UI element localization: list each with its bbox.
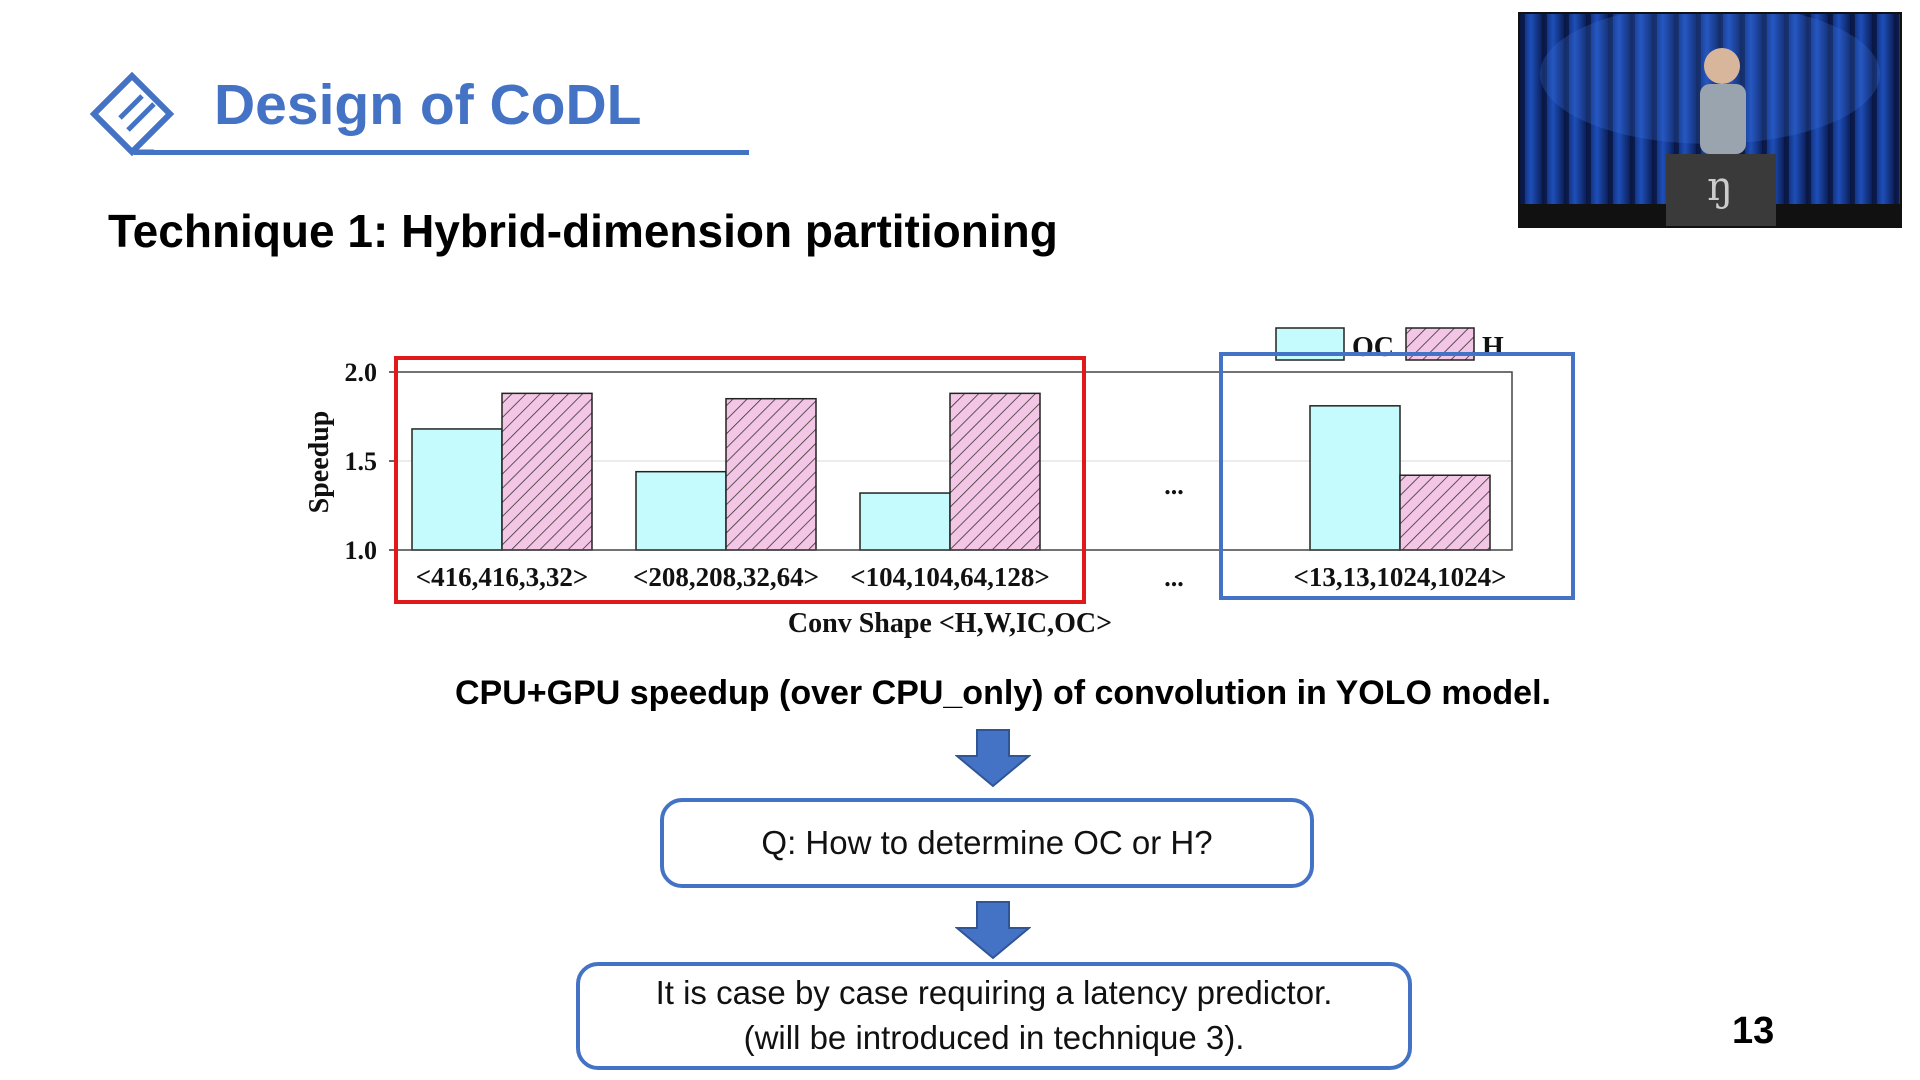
x-tick-label: <104,104,64,128> <box>850 562 1050 592</box>
bar-oc <box>1309 405 1401 551</box>
bar-h <box>501 392 593 551</box>
title-underline <box>134 150 749 155</box>
x-tick-label: <416,416,3,32> <box>416 562 589 592</box>
svg-text:ŋ: ŋ <box>1707 164 1733 210</box>
question-box: Q: How to determine OC or H? <box>660 798 1314 888</box>
answer-line-2: (will be introduced in technique 3). <box>743 1019 1245 1056</box>
red-highlight-box <box>394 356 1086 604</box>
bar-oc <box>859 492 951 551</box>
speaker-video-frame: ŋ <box>1520 14 1900 226</box>
question-text: Q: How to determine OC or H? <box>761 823 1213 861</box>
legend-label-h: H <box>1482 332 1504 363</box>
ellipsis: ... <box>1164 563 1184 592</box>
ellipsis: ... <box>1164 471 1184 500</box>
page-number: 13 <box>1732 1010 1775 1052</box>
down-arrow-icon <box>955 729 1031 788</box>
slide-subtitle: Technique 1: Hybrid-dimension partitioni… <box>108 205 1058 257</box>
x-tick-label: <13,13,1024,1024> <box>1293 562 1506 592</box>
speaker-video: ŋ <box>1518 12 1902 228</box>
answer-line-1: It is case by case requiring a latency p… <box>655 974 1333 1012</box>
y-tick-label: 1.5 <box>345 447 378 476</box>
chart-caption-text: CPU+GPU speedup (over CPU_only) of convo… <box>455 674 1551 712</box>
slide-title: Design of CoDL <box>214 73 642 137</box>
y-tick-label: 2.0 <box>345 358 378 387</box>
x-axis-label: Conv Shape <H,W,IC,OC> <box>788 608 1112 639</box>
x-tick-label: <208,208,32,64> <box>633 562 819 592</box>
bar-oc <box>635 470 727 551</box>
y-axis-label: Speedup <box>304 411 335 514</box>
chart-caption: CPU+GPU speedup (over CPU_only) of convo… <box>0 674 1920 713</box>
legend-label-oc: OC <box>1352 332 1394 363</box>
down-arrow-icon <box>955 901 1031 960</box>
y-tick-label: 1.0 <box>345 536 378 565</box>
bar-h <box>949 392 1041 551</box>
bar-h <box>1399 474 1491 551</box>
bar-oc <box>411 428 503 551</box>
answer-box: It is case by case requiring a latency p… <box>576 962 1412 1070</box>
bar-h <box>725 397 817 551</box>
blue-highlight-box <box>1219 352 1575 600</box>
